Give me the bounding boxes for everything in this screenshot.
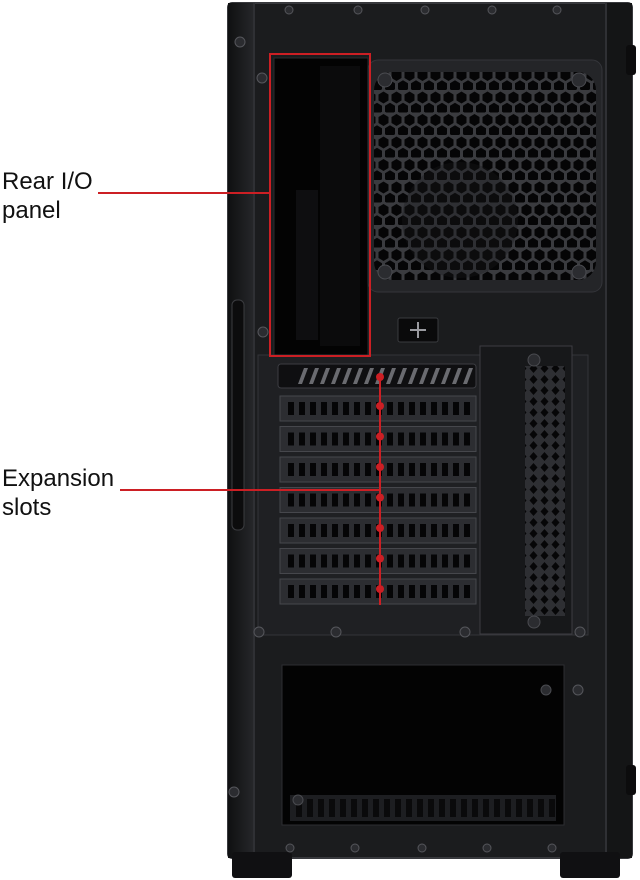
slot-dot	[376, 554, 384, 563]
expansion-slot-dots	[376, 373, 384, 593]
slot-dot	[376, 493, 384, 502]
case-foot-right	[560, 852, 620, 878]
slot-dot	[376, 373, 384, 381]
side-panel-handle	[231, 299, 245, 531]
case-screws	[228, 5, 586, 853]
case-right-edge	[606, 3, 632, 858]
rear-io-highlight-box	[269, 53, 371, 357]
rear-fan-mesh	[374, 72, 596, 280]
expansion-slots-label: Expansion slots	[2, 465, 115, 521]
slot-dot	[376, 432, 384, 441]
fan-screw-br	[571, 264, 587, 280]
retention-bar-slits	[298, 368, 473, 384]
vertical-bracket-mesh	[525, 366, 565, 616]
fan-screw-tr	[571, 72, 587, 88]
slot-dot	[376, 585, 384, 593]
fan-screw-tl	[377, 72, 393, 88]
fan-screw-bl	[377, 264, 393, 280]
slot-dot	[376, 402, 384, 410]
rear-io-label: Rear I/O panel	[2, 168, 93, 224]
case-foot-left	[232, 852, 292, 878]
slot-dot	[376, 524, 384, 532]
slot-dot	[376, 463, 384, 471]
